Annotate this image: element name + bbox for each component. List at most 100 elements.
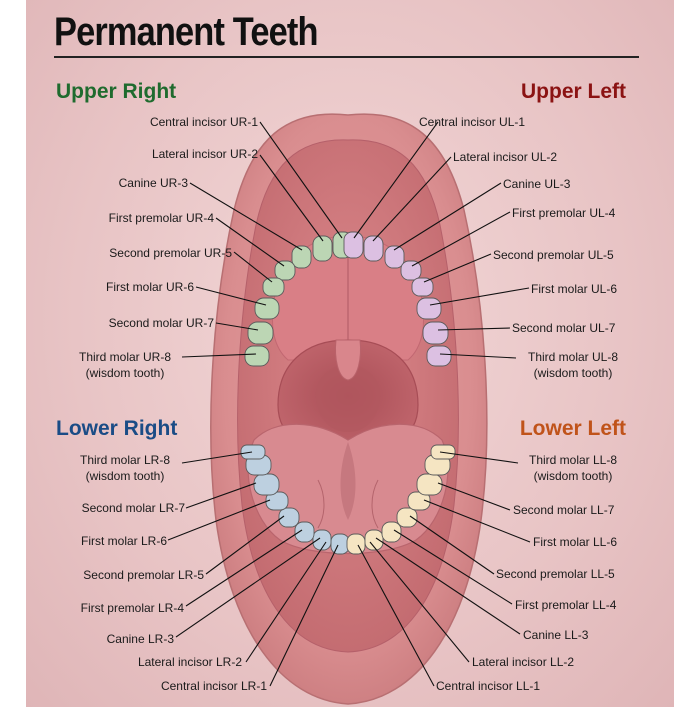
leader-ur-3 [189, 182, 303, 251]
tooth-ll-1 [346, 533, 366, 555]
leader-lr-1 [269, 544, 339, 687]
leader-ll-2 [369, 541, 470, 663]
label-ur-2: Lateral incisor UR-2 [151, 147, 258, 161]
label-ul-5: Second premolar UL-5 [493, 248, 614, 262]
leader-ul-6 [429, 287, 530, 306]
leader-lr-5 [205, 515, 285, 575]
leader-ul-8 [439, 353, 517, 359]
label-ur-6: First molar UR-6 [105, 280, 194, 294]
leader-ll-4 [393, 529, 513, 605]
leader-ul-1 [353, 121, 439, 239]
label-lr-4: First premolar LR-4 [80, 601, 184, 615]
leader-lines [167, 121, 531, 687]
tooth-ll-2 [364, 529, 384, 551]
leader-ll-3 [375, 537, 521, 635]
tooth-ul-1 [343, 231, 364, 259]
label-ul-7: Second molar UL-7 [512, 321, 616, 335]
tooth-ul-5 [411, 277, 434, 297]
tooth-ur-2 [312, 235, 333, 262]
label-ur-8-line2: (wisdom tooth) [85, 366, 165, 380]
tooth-ll-6 [416, 473, 443, 496]
label-ll-2: Lateral incisor LL-2 [472, 655, 575, 669]
tooth-lr-1 [330, 533, 350, 555]
heading-upper-left: Upper Left [521, 80, 626, 103]
mouth-illustration [167, 113, 531, 705]
tooth-lr-4 [278, 507, 300, 528]
leader-ur-7 [215, 322, 259, 331]
tooth-ul-6 [416, 297, 442, 320]
label-ul-3: Canine UL-3 [503, 177, 571, 191]
leader-ul-7 [437, 327, 511, 331]
label-ur-8: Third molar UR-8 (wisdom tooth) [72, 349, 178, 381]
tooth-ur-4 [274, 260, 296, 281]
upper-teeth [244, 231, 452, 367]
tooth-lr-2 [312, 529, 332, 551]
label-ll-8: Third molar LL-8 (wisdom tooth) [520, 452, 626, 484]
label-ur-1: Central incisor UR-1 [149, 115, 258, 129]
leader-lr-8 [181, 451, 253, 464]
title-underline [54, 56, 639, 58]
tooth-lr-3 [294, 521, 315, 543]
tooth-ur-7 [247, 321, 274, 345]
leader-lr-4 [185, 529, 303, 607]
label-ul-1: Central incisor UL-1 [419, 115, 526, 129]
tooth-ll-4 [396, 507, 418, 528]
leader-ll-8 [439, 451, 519, 464]
heading-lower-left: Lower Left [519, 417, 626, 440]
page-title: Permanent Teeth [54, 10, 319, 54]
label-ll-4: First premolar LL-4 [515, 598, 617, 612]
leader-lr-7 [185, 482, 257, 509]
tooth-lr-8 [240, 444, 266, 460]
tooth-ul-4 [400, 260, 422, 281]
tooth-ul-8 [426, 345, 452, 367]
label-lr-8-line1: Third molar LR-8 [79, 453, 171, 467]
label-ll-8-line1: Third molar LL-8 [528, 453, 618, 467]
label-lr-7: Second molar LR-7 [81, 501, 185, 515]
label-ll-8-line2: (wisdom tooth) [533, 469, 613, 483]
leader-ul-3 [393, 182, 502, 251]
leader-ul-5 [423, 253, 492, 283]
label-lr-8-line2: (wisdom tooth) [85, 469, 165, 483]
leader-ll-1 [357, 544, 435, 687]
label-lr-1: Central incisor LR-1 [160, 679, 267, 693]
label-ur-4: First premolar UR-4 [108, 211, 214, 225]
leader-ur-5 [233, 251, 273, 283]
leader-ll-7 [437, 482, 511, 511]
tooth-ur-8 [244, 345, 270, 367]
heading-upper-right: Upper Right [56, 80, 177, 103]
leader-ur-4 [215, 217, 285, 267]
label-ul-4: First premolar UL-4 [512, 206, 616, 220]
tooth-ur-3 [291, 245, 312, 269]
leader-ul-4 [411, 211, 511, 267]
label-ll-6: First molar LL-6 [533, 535, 618, 549]
tooth-ur-6 [254, 297, 280, 320]
label-ur-8-line1: Third molar UR-8 [78, 350, 171, 364]
label-ll-5: Second premolar LL-5 [496, 567, 615, 581]
leader-lr-3 [175, 537, 321, 638]
label-ll-7: Second molar LL-7 [513, 503, 615, 517]
leader-ur-6 [195, 286, 267, 306]
label-ll-1: Central incisor LL-1 [436, 679, 541, 693]
label-ll-3: Canine LL-3 [523, 628, 589, 642]
leader-lr-2 [245, 541, 327, 663]
lower-teeth [240, 444, 456, 555]
label-ul-6: First molar UL-6 [531, 282, 618, 296]
label-ur-7: Second molar UR-7 [108, 316, 214, 330]
label-ur-5: Second premolar UR-5 [109, 246, 232, 260]
leader-ur-2 [259, 154, 324, 242]
tooth-ul-2 [363, 235, 384, 262]
label-ul-8-line1: Third molar UL-8 [527, 350, 619, 364]
label-ul-8: Third molar UL-8 (wisdom tooth) [520, 349, 626, 381]
tooth-ul-3 [384, 245, 405, 269]
leader-lr-6 [167, 499, 271, 541]
label-lr-8: Third molar LR-8 (wisdom tooth) [72, 452, 178, 484]
leader-ll-6 [423, 499, 531, 543]
leader-ll-5 [409, 515, 495, 575]
tooth-ll-3 [381, 521, 402, 543]
label-lr-3: Canine LR-3 [106, 632, 174, 646]
label-lr-5: Second premolar LR-5 [83, 568, 204, 582]
diagram-canvas: Permanent Teeth [26, 0, 674, 707]
label-ur-3: Canine UR-3 [118, 176, 188, 190]
label-lr-6: First molar LR-6 [80, 534, 167, 548]
heading-lower-right: Lower Right [56, 417, 178, 440]
